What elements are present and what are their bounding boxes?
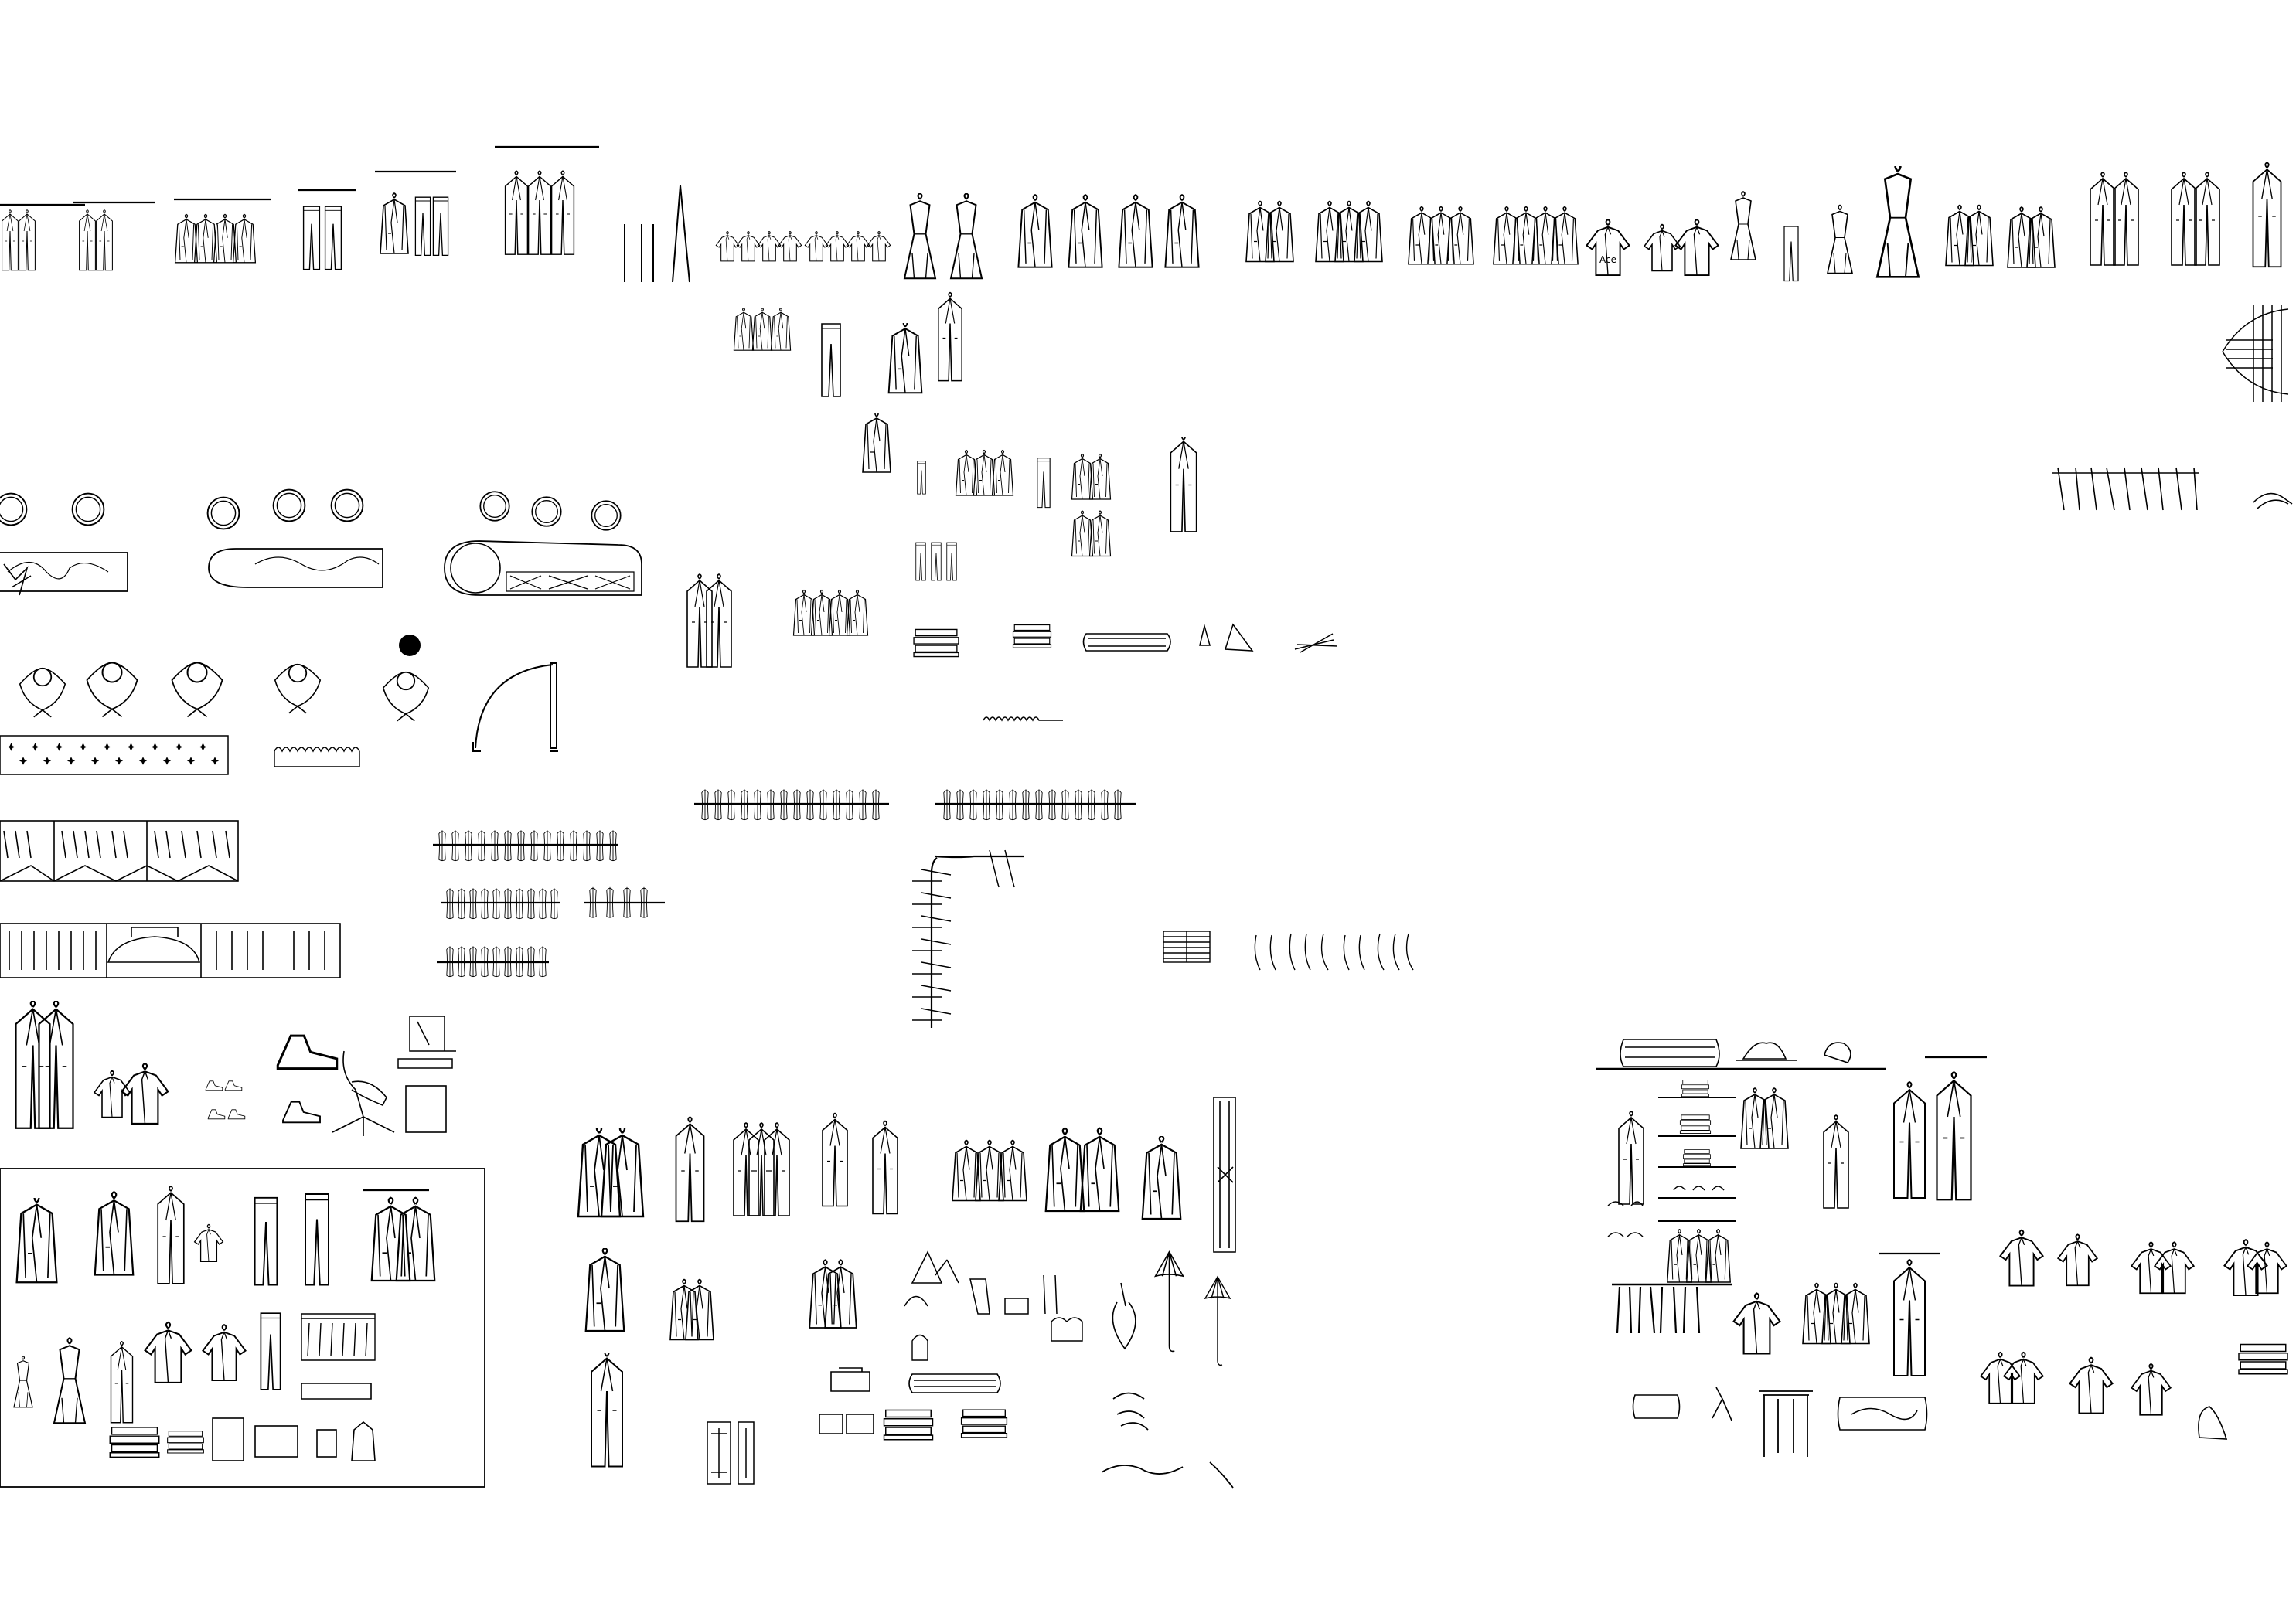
- ornament-icon: [186, 757, 196, 765]
- ornament-icon: [66, 757, 76, 765]
- ornament-icon: [138, 757, 148, 765]
- umbrella-icon: [1154, 1250, 1184, 1352]
- hanger-stack-vertical: [912, 849, 1015, 1021]
- middle-lower-garments: [577, 1097, 1236, 1485]
- ornament-icon: [127, 743, 135, 751]
- wardrobe-plan-racks: [0, 820, 341, 978]
- planter-with-round-stools: [0, 488, 642, 596]
- ornament-icon: [199, 743, 207, 751]
- folded-stack-boxed: [1163, 931, 1414, 971]
- shirt-icon: [1998, 1228, 2045, 1288]
- top-hanging-garments: Ace: [0, 145, 2282, 283]
- ornament-icon: [55, 743, 63, 751]
- tee-logo-text: Ace: [1599, 254, 1616, 265]
- person-plan-icon: [19, 667, 66, 718]
- ornament-icon: [210, 757, 220, 765]
- ornament-icon: [31, 743, 39, 751]
- ornament-strip: [0, 735, 360, 775]
- shoe-icon: [205, 1080, 223, 1091]
- logo-tee: Ace: [1586, 218, 1630, 277]
- round-stool-icon: [0, 492, 28, 526]
- shirts-on-hangers: [1979, 1228, 2288, 1440]
- ornament-icon: [79, 743, 87, 751]
- hanger-row-right: [2052, 467, 2293, 511]
- ornament-icon: [175, 743, 183, 751]
- ornament-icon: [151, 743, 159, 751]
- ornament-icon: [114, 757, 124, 765]
- ornament-icon: [103, 743, 111, 751]
- rotating-rack-plan: [2222, 305, 2289, 402]
- boxed-clothing-legend: [0, 1168, 485, 1488]
- accessories-shoes-office: [15, 1001, 456, 1136]
- middle-hanging-garments: [686, 291, 1197, 669]
- ornament-icon: [90, 757, 100, 765]
- ornament-icon: [19, 757, 28, 765]
- closet-elevation: [1596, 1039, 1987, 1457]
- ornament-icon: [43, 757, 52, 765]
- hanger-rails: [433, 788, 1136, 1028]
- door-swing: [472, 662, 558, 752]
- ornament-icon: [162, 757, 172, 765]
- seated-people-plan: [19, 635, 430, 723]
- umbrellas-bags: [819, 1250, 1234, 1489]
- ornament-icon: [7, 743, 15, 751]
- folded-stacks: [913, 623, 1338, 722]
